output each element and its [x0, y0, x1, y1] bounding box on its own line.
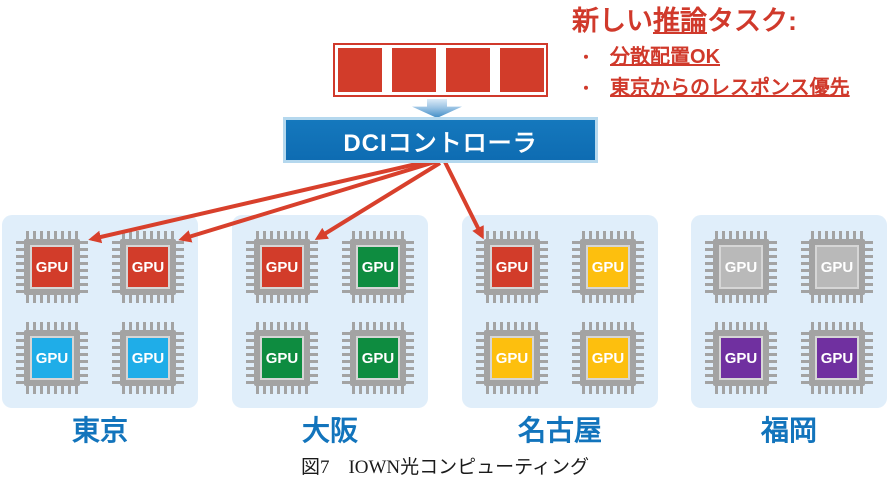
gpu-core: GPU — [721, 338, 761, 378]
gpu-label: GPU — [820, 349, 854, 367]
region-label-fukuoka: 福岡 — [760, 415, 817, 446]
gpu-label: GPU — [35, 258, 69, 276]
chip-body: GPU — [120, 239, 176, 295]
gpu-chip: GPU — [476, 322, 548, 394]
gpu-core: GPU — [32, 247, 72, 287]
gpu-label: GPU — [724, 349, 758, 367]
gpu-core: GPU — [721, 247, 761, 287]
task-square — [391, 48, 436, 92]
gpu-label: GPU — [131, 258, 165, 276]
gpu-core: GPU — [588, 247, 628, 287]
gpu-label: GPU — [265, 258, 299, 276]
gpu-label: GPU — [591, 349, 625, 367]
chip-body: GPU — [350, 330, 406, 386]
gpu-core: GPU — [128, 338, 168, 378]
gpu-label: GPU — [131, 349, 165, 367]
gpu-chip: GPU — [342, 322, 414, 394]
region-label-tokyo: 東京 — [71, 415, 128, 446]
gpu-core: GPU — [817, 338, 857, 378]
chip-body: GPU — [350, 239, 406, 295]
gpu-core: GPU — [817, 247, 857, 287]
figure-caption: 図7 IOWN光コンピューティング — [300, 457, 590, 478]
region-label-osaka: 大阪 — [301, 415, 358, 446]
dci-controller-label: DCIコントローラ — [343, 129, 538, 157]
region-panel-tokyo: GPU GPU GPU GPU — [2, 215, 198, 408]
annotation-title-suffix: タスク: — [707, 6, 797, 36]
annotation-bullet-list: ・ 分散配置OK ・ 東京からのレスポンス優先 — [572, 40, 850, 100]
chip-body: GPU — [120, 330, 176, 386]
chip-body: GPU — [809, 330, 865, 386]
gpu-core: GPU — [358, 247, 398, 287]
chip-body: GPU — [580, 330, 636, 386]
chip-body: GPU — [254, 330, 310, 386]
gpu-core: GPU — [128, 247, 168, 287]
gpu-chip: GPU — [801, 231, 873, 303]
chip-body: GPU — [809, 239, 865, 295]
gpu-label: GPU — [591, 258, 625, 276]
task-square — [337, 48, 382, 92]
gpu-chip-targeted: GPU — [476, 231, 548, 303]
gpu-label: GPU — [361, 349, 395, 367]
chip-body: GPU — [580, 239, 636, 295]
gpu-chip-targeted: GPU — [16, 231, 88, 303]
gpu-chip-targeted: GPU — [246, 231, 318, 303]
gpu-chip: GPU — [705, 322, 777, 394]
bullet-text-tokyo-response-priority: 東京からのレスポンス優先 — [610, 77, 850, 100]
gpu-chip-targeted: GPU — [112, 231, 184, 303]
bullet-dot: ・ — [578, 81, 595, 99]
chip-body: GPU — [713, 330, 769, 386]
down-arrow-icon — [412, 99, 462, 118]
gpu-label: GPU — [361, 258, 395, 276]
gpu-core: GPU — [262, 338, 302, 378]
gpu-core: GPU — [358, 338, 398, 378]
bullet-text-distributed-ok: 分散配置OK — [610, 46, 721, 69]
bullet-item: ・ 分散配置OK — [572, 40, 850, 69]
chip-body: GPU — [254, 239, 310, 295]
region-panel-osaka: GPU GPU GPU GPU — [232, 215, 428, 408]
gpu-label: GPU — [724, 258, 758, 276]
gpu-core: GPU — [492, 247, 532, 287]
gpu-chip: GPU — [246, 322, 318, 394]
gpu-core: GPU — [32, 338, 72, 378]
inference-task-box — [333, 43, 548, 97]
gpu-chip: GPU — [342, 231, 414, 303]
chip-body: GPU — [24, 330, 80, 386]
chip-body: GPU — [24, 239, 80, 295]
chip-body: GPU — [713, 239, 769, 295]
gpu-label: GPU — [495, 349, 529, 367]
annotation-title-prefix: 新しい — [572, 6, 653, 36]
gpu-chip: GPU — [112, 322, 184, 394]
chip-body: GPU — [484, 239, 540, 295]
bullet-dot: ・ — [578, 50, 595, 68]
annotation-title: 新しい推論タスク: — [572, 6, 850, 37]
dci-controller: DCIコントローラ — [283, 117, 598, 163]
region-label-nagoya: 名古屋 — [517, 415, 602, 446]
gpu-core: GPU — [492, 338, 532, 378]
gpu-core: GPU — [262, 247, 302, 287]
task-square — [499, 48, 544, 92]
gpu-chip: GPU — [705, 231, 777, 303]
gpu-core: GPU — [588, 338, 628, 378]
region-panel-fukuoka: GPU GPU GPU GPU — [691, 215, 887, 408]
annotation-title-emphasis: 推論 — [653, 6, 707, 36]
chip-body: GPU — [484, 330, 540, 386]
inference-task-annotation: 新しい推論タスク: ・ 分散配置OK ・ 東京からのレスポンス優先 — [572, 6, 850, 100]
gpu-label: GPU — [820, 258, 854, 276]
gpu-chip: GPU — [801, 322, 873, 394]
bullet-item: ・ 東京からのレスポンス優先 — [572, 71, 850, 100]
gpu-label: GPU — [495, 258, 529, 276]
gpu-chip: GPU — [572, 231, 644, 303]
gpu-label: GPU — [35, 349, 69, 367]
gpu-label: GPU — [265, 349, 299, 367]
task-square — [445, 48, 490, 92]
gpu-chip: GPU — [16, 322, 88, 394]
region-panel-nagoya: GPU GPU GPU GPU — [462, 215, 658, 408]
gpu-chip: GPU — [572, 322, 644, 394]
